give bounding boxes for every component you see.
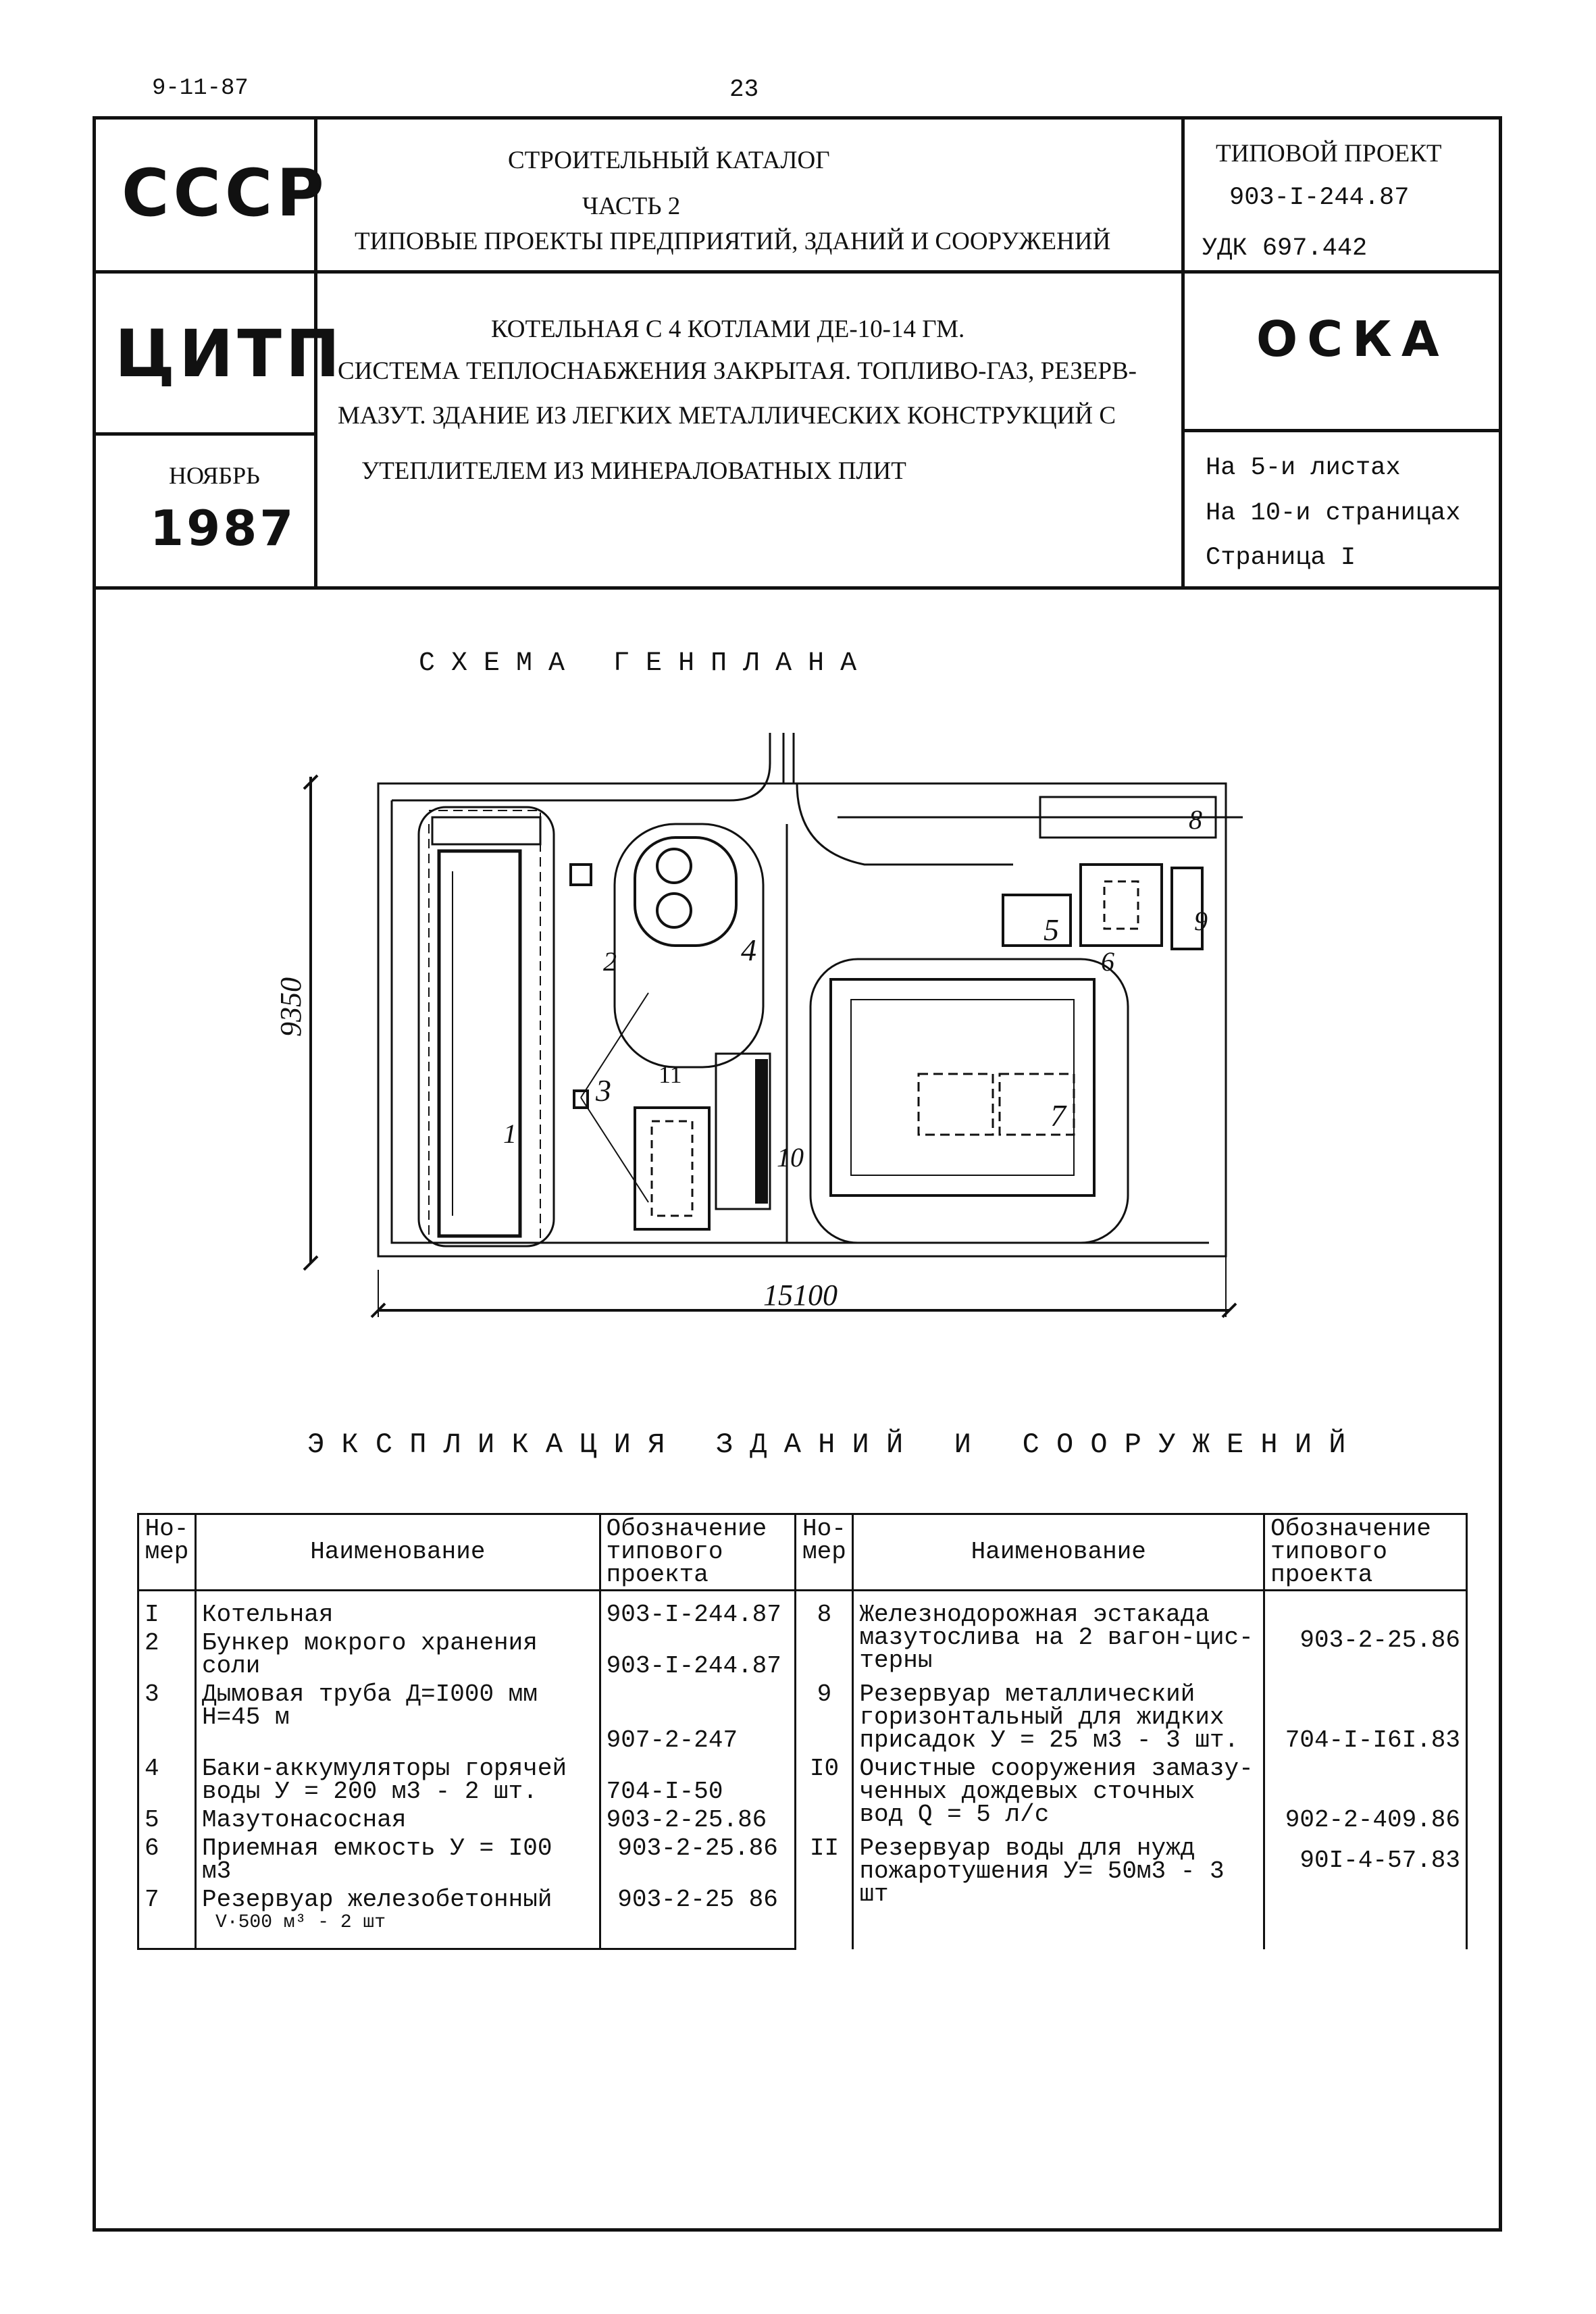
org-citp: ЦИТП <box>115 316 344 392</box>
header-divider-left <box>314 116 317 588</box>
sheets-count: На 5-и листах <box>1206 454 1401 482</box>
plan-label-11: 11 <box>659 1061 682 1088</box>
plan-label-1: 1 <box>503 1119 517 1149</box>
table-row: 6 Приемная емкость У = I00 м3 903-2-25.8… <box>137 1834 1468 1949</box>
udk-code: УДК 697.442 <box>1202 234 1368 263</box>
issue-year: 1987 <box>150 500 297 557</box>
dimension-width: 15100 <box>763 1279 838 1312</box>
header-row-line-2a <box>93 432 315 436</box>
plan-label-10: 10 <box>777 1142 804 1173</box>
table-row: I Котельная 903-I-244.87 8 Железнодорожн… <box>137 1590 1468 1680</box>
header-num-left: Но-мер <box>137 1513 197 1591</box>
item-name: Мазутонасосная <box>194 1806 601 1834</box>
sheet-code: 9-11-87 <box>152 76 249 101</box>
project-code: 903-I-244.87 <box>1229 184 1410 212</box>
doc-type: ОСКА <box>1256 311 1449 367</box>
catalog-title: СТРОИТЕЛЬНЫЙ КАТАЛОГ <box>508 147 830 174</box>
page-frame <box>93 116 1502 2232</box>
site-plan-drawing <box>303 733 1243 1318</box>
plan-label-2: 2 <box>603 946 617 977</box>
issue-month: НОЯБРЬ <box>169 462 260 489</box>
item-name: Приемная емкость У = I00 м3 <box>194 1834 601 1886</box>
catalog-section: ТИПОВЫЕ ПРОЕКТЫ ПРЕДПРИЯТИЙ, ЗДАНИЙ И СО… <box>355 228 1111 255</box>
pages-count: На 10-и страницах <box>1206 499 1461 528</box>
header-bottom-line <box>93 586 1502 590</box>
plan-label-5: 5 <box>1044 912 1059 947</box>
header-num-right: Но-мер <box>794 1513 854 1591</box>
header-name-right: Наименование <box>852 1513 1266 1591</box>
explication-title: Э К С П Л И К А Ц И Я З Д А Н И Й И С О … <box>307 1429 1346 1461</box>
item-name: Котельная <box>194 1590 601 1629</box>
catalog-part: ЧАСТЬ 2 <box>582 192 681 220</box>
plan-label-7: 7 <box>1050 1098 1066 1133</box>
dimension-height: 9350 <box>274 977 307 1037</box>
header-divider-right <box>1181 116 1185 588</box>
plan-label-3: 3 <box>596 1073 611 1108</box>
page-number: 23 <box>729 76 759 103</box>
table-row: 5 Мазутонасосная 903-2-25.86 <box>137 1806 1467 1834</box>
org-ussr: СССР <box>122 155 328 231</box>
plan-label-9: 9 <box>1194 906 1208 936</box>
site-plan-title: С Х Е М А Г Е Н П Л А Н А <box>419 648 857 679</box>
plan-label-4: 4 <box>741 933 756 967</box>
description-line-1: КОТЕЛЬНАЯ С 4 КОТЛАМИ ДЕ-10-14 ГМ. <box>491 315 965 343</box>
page-label: Страница I <box>1206 544 1356 572</box>
description-line-4: УТЕПЛИТЕЛЕМ ИЗ МИНЕРАЛОВАТНЫХ ПЛИТ <box>361 457 906 485</box>
header-name-left: Наименование <box>194 1513 601 1591</box>
plan-label-6: 6 <box>1101 946 1114 977</box>
description-line-3: МАЗУТ. ЗДАНИЕ ИЗ ЛЕГКИХ МЕТАЛЛИЧЕСКИХ КО… <box>338 402 1116 430</box>
header-row-line-1 <box>93 270 1502 274</box>
project-label: ТИПОВОЙ ПРОЕКТ <box>1216 140 1442 168</box>
header-row-line-2b <box>1181 429 1502 432</box>
plan-label-8: 8 <box>1189 804 1202 835</box>
description-line-2: СИСТЕМА ТЕПЛОСНАБЖЕНИЯ ЗАКРЫТАЯ. ТОПЛИВО… <box>338 357 1137 385</box>
item-name: Очистные сооружения замазу-ченных дождев… <box>852 1755 1266 1834</box>
